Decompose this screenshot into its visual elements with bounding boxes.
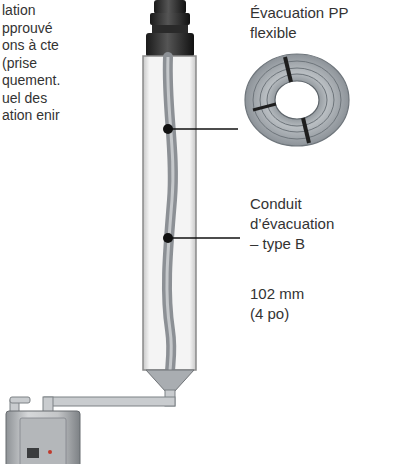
pipe-highlight [167, 57, 173, 372]
part-label: Conduit d’évacuation – type B [250, 194, 345, 254]
vent-termination [146, 0, 194, 57]
flexible-pp-pipe [167, 57, 173, 372]
part-label: Évacuation PP flexible [250, 3, 360, 43]
flexible-pp-coil [245, 54, 349, 146]
leader-lines [163, 124, 240, 243]
vent-connector-pipe [10, 390, 175, 413]
vent-funnel [146, 370, 194, 392]
dimension-label: 102 mm (4 po) [250, 284, 312, 324]
tankless-water-heater [6, 411, 80, 464]
cropped-note: lation pprouvé ons à cte (prise quement.… [2, 2, 78, 125]
